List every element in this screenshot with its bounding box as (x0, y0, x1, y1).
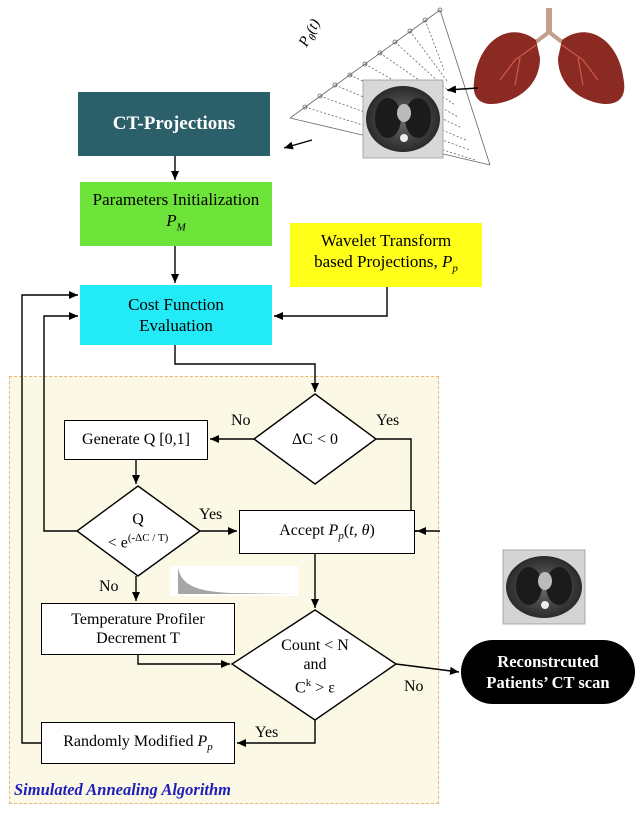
simulated-annealing-caption: Simulated Annealing Algorithm (14, 780, 232, 799)
cost-function-box: Cost Function Evaluation (80, 285, 272, 345)
accept-t: t (349, 521, 354, 539)
yes-label-delta-c: Yes (376, 412, 400, 429)
wavelet-symbol: P (442, 252, 453, 272)
count-k: k (305, 677, 312, 689)
wavelet-symbol-sub: p (452, 262, 458, 275)
randmod-symbol: P (197, 732, 208, 750)
decay-curve-icon (170, 566, 298, 596)
accept-box: Accept Pp(t, θ) (239, 510, 415, 554)
params-label: Parameters Initialization (92, 190, 260, 210)
q-lt-e: < e (107, 534, 128, 552)
q-decision (75, 485, 202, 577)
temp-label-2: Decrement T (96, 630, 180, 647)
randomly-modified-box: Randomly Modified Pp (41, 722, 235, 764)
count-line-3: Ck > ε (262, 674, 368, 697)
ct-projections-label: CT-Projections (112, 113, 236, 134)
params-symbol: PM (166, 210, 186, 238)
accept-theta: θ (361, 521, 370, 539)
params-symbol-sub: M (176, 221, 186, 234)
accept-paren-open: ( (343, 521, 350, 539)
delta-c-text: ΔC < 0 (270, 430, 360, 449)
params-symbol-letter: P (166, 211, 177, 231)
recon-label-2: Patients’ CT scan (486, 673, 610, 692)
reconstructed-ct-terminal: Reconstrcuted Patients’ CT scan (461, 640, 635, 704)
count-line-2: and (303, 656, 327, 673)
accept-comma: , (353, 521, 362, 539)
ct-projections-box: CT-Projections (78, 92, 270, 156)
lungs-icon (473, 8, 625, 105)
q-label: Q (132, 511, 144, 528)
randmod-label: Randomly Modified Pp (63, 733, 213, 753)
temperature-profiler-box: Temperature Profiler Decrement T (41, 603, 235, 655)
accept-label: Accept Pp(t, θ) (279, 522, 375, 542)
accept-symbol: P (328, 521, 339, 539)
yes-label-q: Yes (199, 506, 223, 523)
wavelet-label-2: based Projections, Pp (314, 251, 458, 279)
temp-label-1: Temperature Profiler (71, 611, 205, 628)
count-decision-text: Count < N and Ck > ε (262, 636, 368, 697)
recon-label-1: Reconstrcuted (497, 652, 599, 671)
q-condition: < e(-ΔC / T) (90, 529, 186, 552)
accept-paren-close: ) (369, 521, 375, 539)
wavelet-text-2: based Projections, (314, 252, 443, 272)
cost-label-1: Cost Function (128, 295, 224, 314)
wavelet-transform-box: Wavelet Transform based Projections, Pp (290, 223, 482, 287)
projection-t: t (305, 21, 322, 33)
accept-symbol-sub: p (338, 530, 344, 543)
no-label-delta-c: No (231, 412, 251, 429)
randmod-symbol-sub: p (207, 741, 213, 754)
yes-label-count: Yes (255, 724, 279, 741)
no-label-count: No (404, 678, 424, 695)
accept-text: Accept (279, 521, 329, 539)
generate-q-box: Generate Q [0,1] (64, 420, 208, 460)
delta-c-decision (252, 393, 378, 485)
delta-c-label: ΔC < 0 (292, 431, 338, 448)
count-c: C (295, 679, 306, 697)
reconstructed-ct-image (502, 549, 586, 625)
wavelet-label-1: Wavelet Transform (320, 231, 452, 251)
count-line-1: Count < N (281, 637, 349, 654)
cost-label-2: Evaluation (139, 316, 213, 335)
q-exponent: (-ΔC / T) (127, 532, 169, 544)
ct-scan-image (362, 79, 444, 159)
q-decision-text: Q < e(-ΔC / T) (90, 510, 186, 552)
no-label-q: No (99, 578, 119, 595)
count-rest: > ε (311, 679, 335, 697)
generate-q-label: Generate Q [0,1] (82, 431, 190, 448)
parameters-initialization-box: Parameters Initialization PM (80, 182, 272, 246)
randmod-text: Randomly Modified (63, 732, 198, 750)
